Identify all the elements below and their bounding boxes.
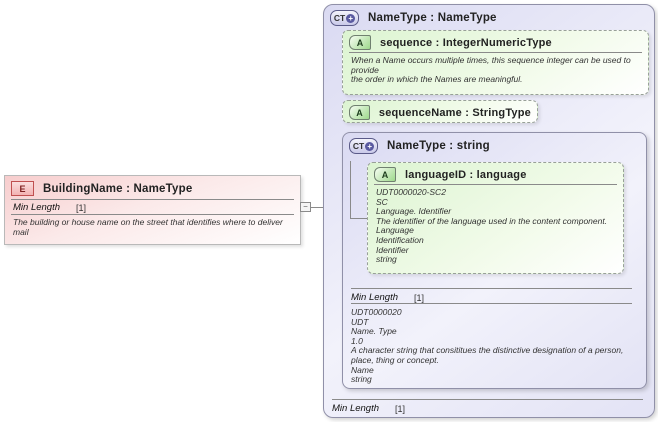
connector-spine — [350, 161, 351, 218]
complextype-header: CT + NameType : string — [343, 133, 646, 157]
attribute-header: A languageID : language — [368, 163, 623, 184]
divider — [374, 184, 617, 185]
connector-stub — [350, 218, 367, 219]
ct-label: CT — [352, 141, 365, 151]
ct-label: CT — [333, 13, 346, 23]
element-facet-row: Min Length [1] — [5, 200, 300, 214]
collapse-toggle[interactable]: − — [300, 202, 311, 212]
attribute-icon: A — [374, 167, 396, 182]
type-annotation: UDT0000020 UDT Name. Type 1.0 A characte… — [351, 307, 624, 385]
expand-plus-icon[interactable]: + — [365, 141, 375, 151]
attribute-header: A sequence : IntegerNumericType — [343, 31, 648, 52]
attribute-icon: A — [349, 105, 370, 120]
facet-name: Min Length — [13, 202, 61, 213]
facet-cardinality: [1] — [76, 202, 87, 213]
element-description: The building or house name on the street… — [13, 217, 283, 237]
complextype-icon: CT + — [349, 138, 378, 154]
element-box-buildingname[interactable]: E BuildingName : NameType Min Length [1]… — [4, 175, 301, 245]
facet-cardinality: [1] — [395, 403, 406, 414]
element-header: E BuildingName : NameType — [5, 176, 300, 199]
attribute-title: sequence : IntegerNumericType — [380, 36, 552, 49]
attribute-icon: A — [349, 35, 371, 50]
divider — [11, 214, 294, 215]
facet-name: Min Length — [351, 292, 399, 303]
complextype-header: CT + NameType : NameType — [324, 5, 654, 29]
facet-row: Min Length [1] — [324, 401, 413, 415]
divider — [11, 199, 294, 200]
complextype-title: NameType : NameType — [368, 12, 497, 24]
attribute-title: languageID : language — [405, 168, 527, 181]
attribute-annotation: UDT0000020-SC2 SC Language. Identifier T… — [376, 187, 608, 265]
complextype-box-nametype[interactable]: CT + NameType : NameType A sequence : In… — [323, 4, 655, 418]
element-title: BuildingName : NameType — [43, 182, 193, 195]
attribute-box-sequence[interactable]: A sequence : IntegerNumericType When a N… — [342, 30, 649, 95]
attribute-header: A sequenceName : StringType — [343, 101, 537, 122]
divider — [332, 399, 643, 400]
facet-row: Min Length [1] — [343, 290, 432, 304]
expand-plus-icon[interactable]: + — [346, 13, 356, 23]
attribute-annotation: When a Name occurs multiple times, this … — [351, 55, 631, 85]
complextype-icon: CT + — [330, 10, 359, 26]
divider — [351, 288, 632, 289]
divider — [351, 303, 632, 304]
facet-name: Min Length — [332, 403, 380, 414]
facet-cardinality: [1] — [414, 292, 425, 303]
complextype-box-nametype-string[interactable]: CT + NameType : string A languageID : la… — [342, 132, 647, 389]
element-icon: E — [11, 181, 34, 196]
divider — [349, 52, 642, 53]
complextype-title: NameType : string — [387, 140, 490, 152]
attribute-box-sequencename[interactable]: A sequenceName : StringType — [342, 100, 538, 123]
attribute-title: sequenceName : StringType — [378, 106, 531, 119]
attribute-box-languageid[interactable]: A languageID : language UDT0000020-SC2 S… — [367, 162, 624, 274]
